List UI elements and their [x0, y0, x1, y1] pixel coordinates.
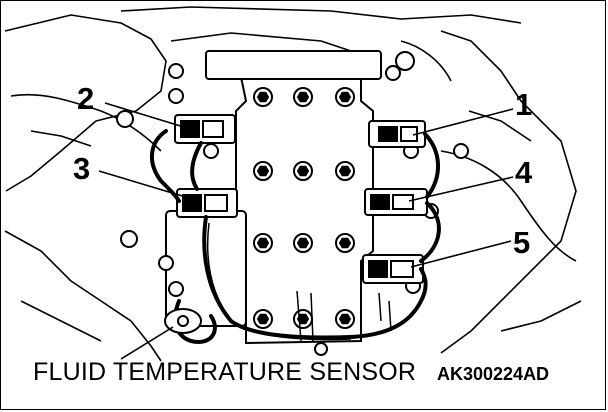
bolt-head [296, 91, 310, 103]
housing-left-outline [4, 14, 167, 192]
callout-3: 3 [73, 151, 91, 186]
hose-right [440, 150, 577, 262]
figure-code: AK300224AD [437, 364, 550, 384]
harness-wire-main [202, 215, 428, 340]
callout-5: 5 [513, 225, 531, 260]
solenoid-connector-2 [174, 114, 236, 144]
callout-2: 2 [77, 81, 95, 116]
solenoid-connector-5 [362, 254, 424, 284]
bolt-head [296, 165, 310, 177]
leader-line-5 [410, 240, 512, 268]
solenoid-connector-1 [368, 120, 426, 148]
housing-top-outline [120, 6, 522, 24]
housing-lower-left-outline [4, 230, 162, 362]
leader-line-3 [98, 170, 200, 202]
callout-4: 4 [515, 155, 533, 190]
harness-wire-right [423, 132, 441, 199]
bolt-head [338, 91, 352, 103]
bolt-head [256, 165, 270, 177]
bolt-head [256, 237, 270, 249]
callout-1: 1 [515, 87, 533, 122]
bolt-head [296, 237, 310, 249]
leader-line-sensor [120, 326, 174, 360]
harness-wire-upper [190, 141, 203, 191]
housing-right-outline [440, 30, 577, 354]
bolt-head [338, 237, 352, 249]
bolt-head [256, 313, 270, 325]
bolt-head [256, 91, 270, 103]
solenoid-connector-4 [364, 188, 428, 216]
bolt-head [296, 313, 310, 325]
leader-line-4 [408, 176, 514, 202]
bolt-head [338, 165, 352, 177]
leader-line-1 [412, 108, 514, 136]
valve-body-plate [235, 71, 374, 345]
hose-left [10, 93, 162, 152]
solenoid-connector-3 [176, 188, 238, 218]
leader-line-2 [104, 102, 198, 132]
fluid-temperature-sensor [164, 308, 202, 334]
bolt-head [338, 313, 352, 325]
sensor-caption: FLUID TEMPERATURE SENSOR [33, 358, 417, 386]
